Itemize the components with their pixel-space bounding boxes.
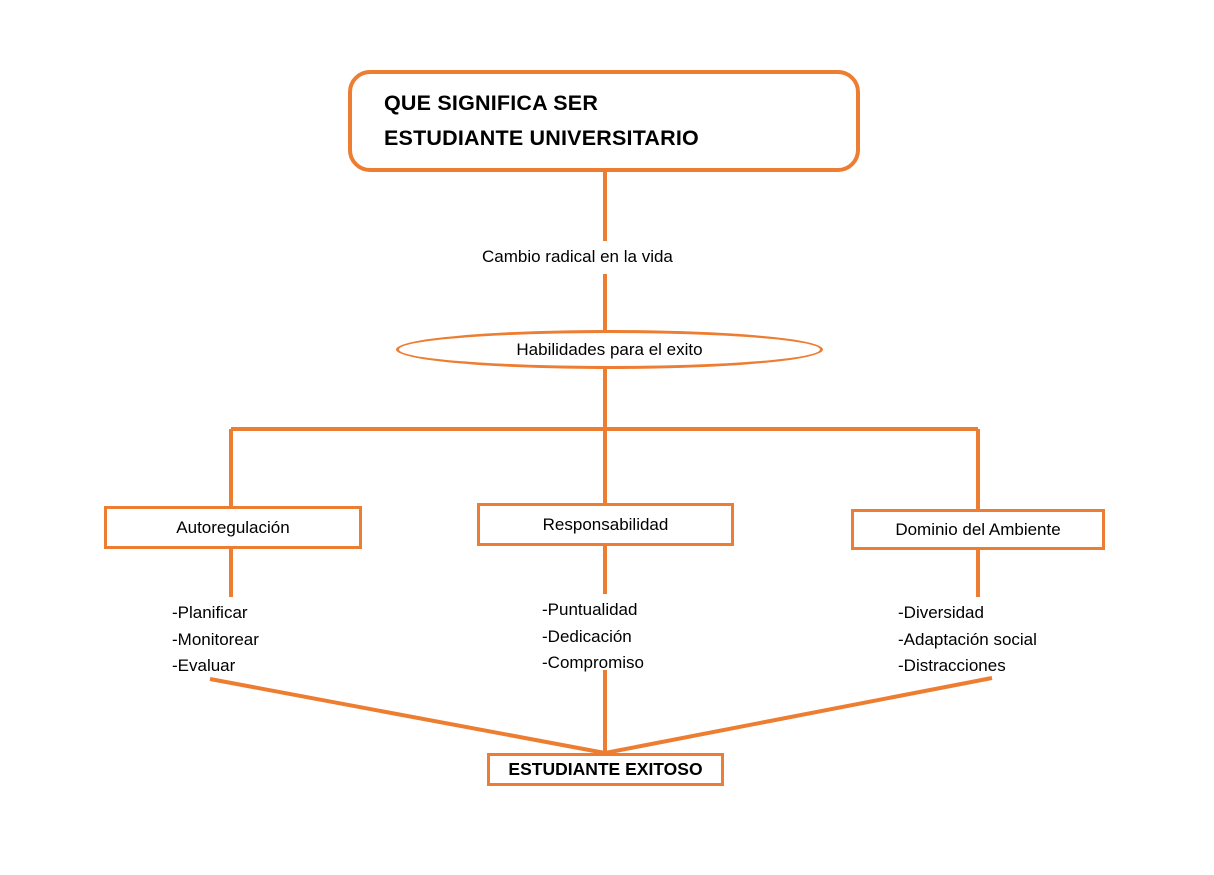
list-item: -Diversidad xyxy=(898,603,984,622)
node-dominio-del-ambiente-label: Dominio del Ambiente xyxy=(895,519,1061,539)
list-item: -Planificar xyxy=(172,603,248,622)
node-habilidades-label: Habilidades para el exito xyxy=(516,339,703,359)
list-item: -Compromiso xyxy=(542,653,645,672)
root-title-line-2: ESTUDIANTE UNIVERSITARIO xyxy=(384,126,699,150)
list-item: -Adaptación social xyxy=(898,629,1037,649)
node-estudiante-exitoso: ESTUDIANTE EXITOSO xyxy=(487,753,724,786)
list-item: -Dedicación xyxy=(542,626,632,646)
node-responsabilidad-label: Responsabilidad xyxy=(542,514,669,534)
node-habilidades-oval: Habilidades para el exito xyxy=(396,330,823,369)
node-dominio-del-ambiente: Dominio del Ambiente xyxy=(851,509,1105,550)
edge-right-to-outcome xyxy=(604,676,993,755)
edge-label-cambio-radical: Cambio radical en la vida xyxy=(482,247,673,266)
list-item: -Evaluar xyxy=(172,656,236,675)
node-root-title: QUE SIGNIFICA SER ESTUDIANTE UNIVERSITAR… xyxy=(348,70,860,172)
list-dominio-del-ambiente: -Diversidad -Adaptación social -Distracc… xyxy=(898,600,1037,680)
edge-left-to-outcome xyxy=(209,677,606,755)
list-item: -Puntualidad xyxy=(542,600,638,619)
list-responsabilidad: -Puntualidad -Dedicación -Compromiso xyxy=(542,597,644,677)
node-autoregulacion: Autoregulación xyxy=(104,506,362,549)
node-responsabilidad: Responsabilidad xyxy=(477,503,734,546)
list-item: -Monitorear xyxy=(172,629,259,649)
list-item: -Distracciones xyxy=(898,656,1006,675)
list-autoregulacion: -Planificar -Monitorear -Evaluar xyxy=(172,600,259,680)
node-autoregulacion-label: Autoregulación xyxy=(176,517,290,537)
node-estudiante-exitoso-label: ESTUDIANTE EXITOSO xyxy=(508,759,703,779)
root-title-line-1: QUE SIGNIFICA SER xyxy=(384,91,599,116)
